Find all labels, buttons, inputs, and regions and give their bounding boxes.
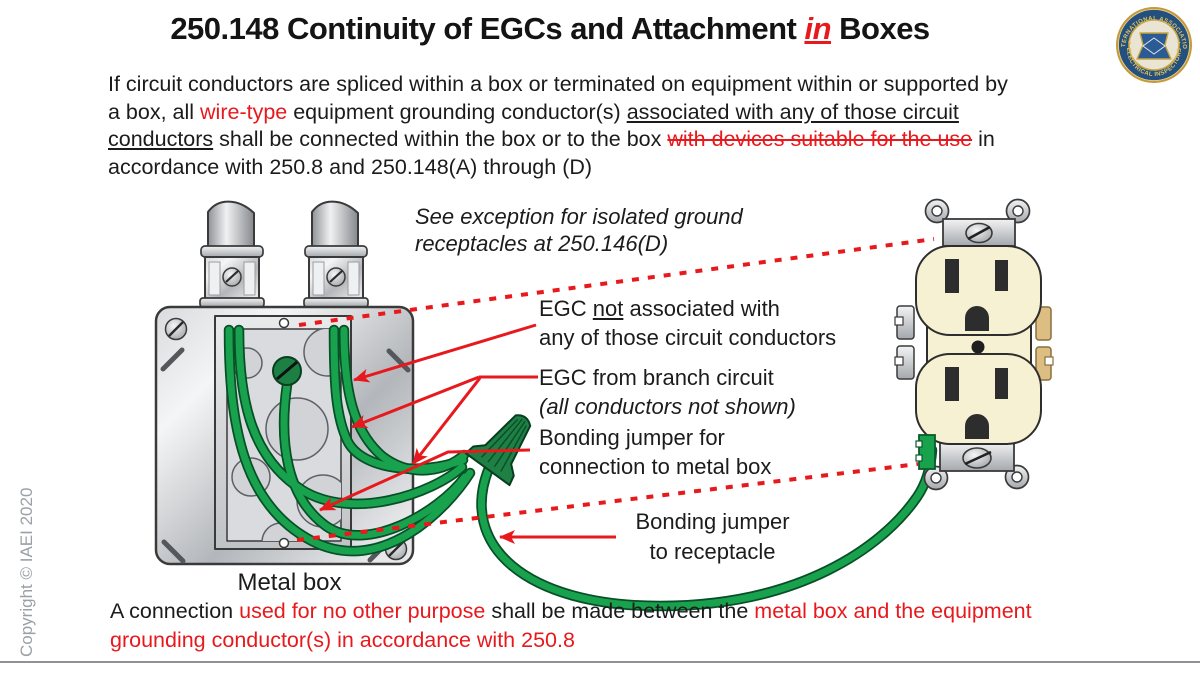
copyright-text: Copyright © IAEI 2020: [17, 487, 36, 657]
logo-bolt-right: [1177, 38, 1181, 47]
bottom-divider: [0, 661, 1200, 663]
receptacle-graphic: [894, 198, 1054, 491]
ring-screw-hole-top: [278, 317, 290, 329]
label-egc-branch-circuit: EGC from branch circuit(all conductors n…: [539, 365, 796, 419]
dotted-line-top: [298, 237, 935, 327]
conduit-right: [303, 200, 369, 308]
bottom-paragraph: A connection used for no other purpose s…: [110, 599, 1032, 652]
neutral-terminals: [894, 305, 915, 380]
egc-wires: [223, 324, 938, 612]
box-grounding-screw: [272, 356, 302, 386]
wire-nut: [464, 414, 532, 487]
arrow-egc-branch-1: [351, 375, 480, 429]
arrow-bonding-jumper-box: [319, 448, 531, 512]
arrow-egc-not-associated: [353, 323, 537, 383]
keystone-emblem: [1136, 32, 1172, 60]
logo-bolt-left: [1128, 38, 1132, 47]
arrow-egc-branch-2: [411, 377, 482, 465]
hot-terminals: [1035, 306, 1054, 381]
conduit-left: [199, 200, 265, 308]
intro-paragraph: If circuit conductors are spliced within…: [108, 72, 1008, 179]
slide-title: 250.148 Continuity of EGCs and Attachmen…: [170, 11, 930, 46]
receptacle-ground-terminal: [915, 434, 936, 470]
center-screw-hole: [971, 340, 985, 354]
iaei-logo: INTERNATIONAL ASSOCIATION ELECTRICAL INS…: [1114, 5, 1192, 83]
dotted-pointers: [296, 237, 935, 542]
label-metal-box: Metal box: [237, 569, 342, 596]
callout-arrows: [319, 323, 616, 544]
ring-screw-hole-bottom: [278, 537, 290, 549]
